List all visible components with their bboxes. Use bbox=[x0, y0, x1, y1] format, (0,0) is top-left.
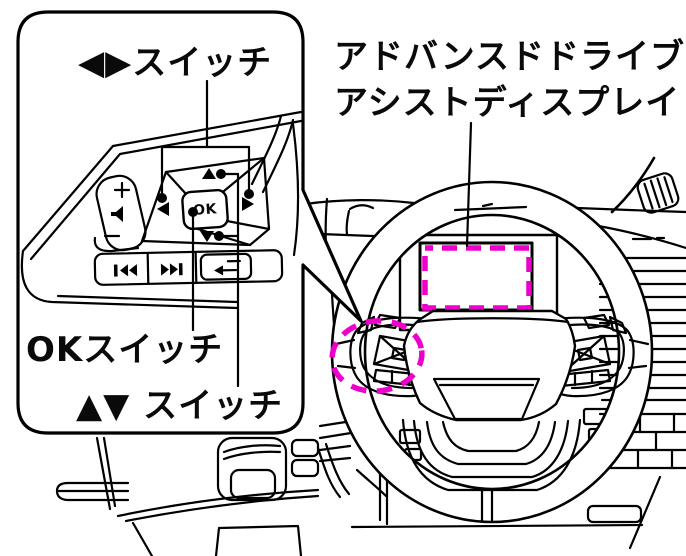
left-arrow-key-icon bbox=[157, 202, 169, 216]
next-track-icon bbox=[160, 263, 183, 276]
ok-button-label: OK bbox=[193, 201, 218, 219]
ok-switch-label: OKスイッチ bbox=[26, 330, 223, 370]
display-label-line2: アシストディスプレイ bbox=[334, 83, 680, 123]
display-screen bbox=[418, 241, 534, 312]
display-highlight-rect bbox=[422, 245, 532, 311]
volume-plus-icon bbox=[113, 181, 131, 199]
display-label: アドバンスドドライブ アシストディスプレイ bbox=[334, 37, 685, 123]
display-leader-line bbox=[465, 121, 473, 248]
media-button-row bbox=[93, 249, 284, 286]
airbag-pad bbox=[402, 309, 577, 422]
down-arrow-key-icon bbox=[200, 231, 214, 242]
speaker-icon bbox=[111, 206, 123, 222]
steering-column-cowl bbox=[216, 436, 320, 502]
previous-track-icon bbox=[113, 264, 138, 277]
steering-wheel bbox=[330, 121, 654, 524]
callout-leaders bbox=[157, 79, 254, 388]
switch-lr-label: ◀▶スイッチ bbox=[78, 43, 272, 83]
switch-pod-detail: OK bbox=[20, 43, 303, 426]
up-arrow-key-icon bbox=[202, 168, 216, 179]
display-label-line1: アドバンスドドライブ bbox=[334, 37, 685, 77]
turn-signal-stalk bbox=[55, 481, 130, 502]
right-arrow-key-icon bbox=[242, 197, 254, 211]
switch-highlight-ellipse bbox=[329, 318, 425, 394]
wiper-stalk-grip bbox=[636, 172, 680, 214]
right-switch-pod bbox=[543, 313, 650, 398]
wiper-stalk bbox=[610, 156, 656, 214]
switch-ud-label: ▲▼ スイッチ bbox=[76, 386, 283, 426]
volume-rocker bbox=[93, 174, 147, 253]
bottom-spoke bbox=[480, 488, 494, 523]
